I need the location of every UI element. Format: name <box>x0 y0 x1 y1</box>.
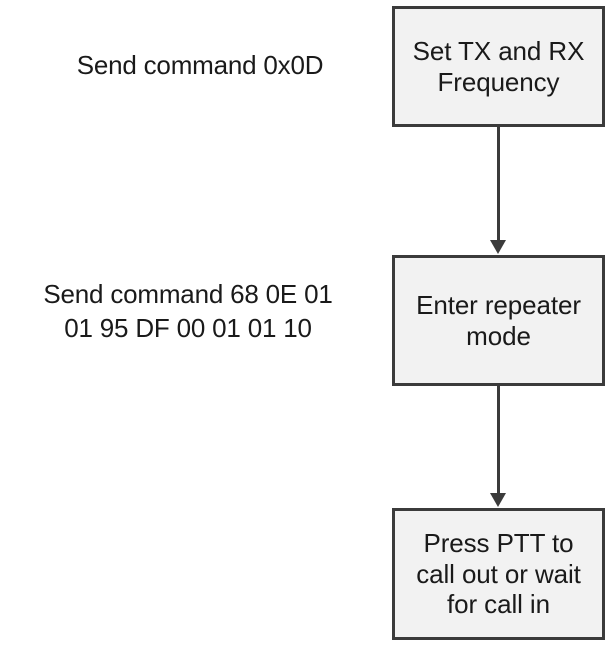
annotation-send-command-68-0e-01: Send command 68 0E 01 01 95 DF 00 01 01 … <box>43 279 333 344</box>
node-label-enter-repeater-mode: Enter repeater mode <box>416 290 581 351</box>
annotation-send-command-0x0d: Send command 0x0D <box>76 50 324 80</box>
node-label-set-tx-and-rx-frequency: Set TX and RX Frequency <box>412 36 585 97</box>
arrowhead-down-icon <box>490 493 506 507</box>
connector-line <box>497 386 500 495</box>
node-press-ptt-to-call-out-or-wait-for-call-in[interactable]: Press PTT to call out or wait for call i… <box>392 508 605 640</box>
node-set-tx-and-rx-frequency[interactable]: Set TX and RX Frequency <box>392 6 605 127</box>
node-label-press-ptt: Press PTT to call out or wait for call i… <box>416 528 581 620</box>
connector-line <box>497 127 500 242</box>
arrowhead-down-icon <box>490 240 506 254</box>
node-enter-repeater-mode[interactable]: Enter repeater mode <box>392 255 605 386</box>
